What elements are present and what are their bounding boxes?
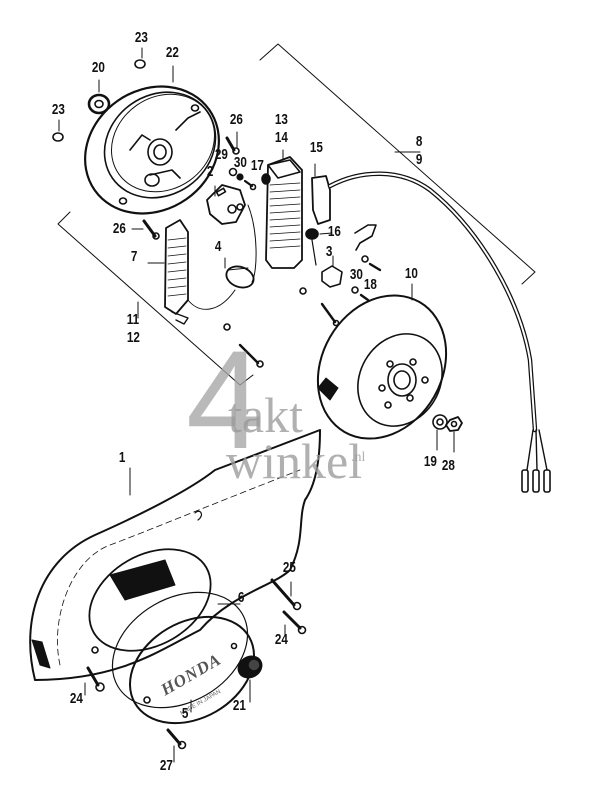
point-cover-5 — [129, 615, 255, 725]
callout-12: 12 — [126, 329, 140, 346]
screw-27 — [166, 728, 187, 763]
callout-23: 23 — [134, 29, 148, 46]
screw-25 — [270, 578, 296, 607]
screw-26-lower — [131, 219, 160, 240]
condenser-4 — [187, 204, 257, 310]
callout-26: 26 — [229, 111, 243, 128]
callout-1: 1 — [118, 449, 126, 466]
callout-28: 28 — [441, 457, 455, 474]
callout-3: 3 — [325, 243, 333, 260]
callout-26: 26 — [112, 220, 126, 237]
callout-9: 9 — [415, 151, 423, 168]
callout-4: 4 — [214, 238, 222, 255]
seal-21 — [237, 655, 263, 703]
bracket-8-9 — [259, 43, 536, 285]
callout-15: 15 — [309, 139, 323, 156]
callout-24: 24 — [274, 631, 288, 648]
callout-25: 25 — [282, 559, 296, 576]
callout-8: 8 — [415, 133, 423, 150]
coil-13-14 — [261, 149, 303, 269]
o-ring-23-top — [134, 59, 146, 69]
washer-19 — [432, 414, 448, 451]
oil-seal-20 — [87, 79, 111, 115]
callout-29: 29 — [214, 146, 228, 163]
callout-21: 21 — [232, 697, 246, 714]
callout-7: 7 — [130, 248, 138, 265]
callout-30: 30 — [349, 266, 363, 283]
callout-11: 11 — [126, 311, 140, 328]
part-3 — [321, 255, 343, 288]
long-screw-2 — [238, 343, 260, 365]
wire-harness — [327, 171, 538, 433]
washer-30 — [236, 173, 244, 181]
stator-plate-22 — [84, 65, 220, 215]
callout-13: 13 — [274, 111, 288, 128]
callout-5: 5 — [181, 705, 189, 722]
contact-breaker-2 — [206, 184, 246, 225]
screw-26-top — [225, 131, 240, 155]
callout-17: 17 — [250, 157, 264, 174]
callout-27: 27 — [159, 757, 173, 774]
nut-28 — [445, 416, 463, 453]
connector-15 — [311, 163, 331, 225]
callout-10: 10 — [404, 265, 418, 282]
part-16 — [305, 228, 333, 266]
flywheel-10 — [316, 283, 448, 440]
callout-23: 23 — [51, 101, 65, 118]
screw-24-right — [282, 610, 302, 630]
screw-24-left — [86, 666, 100, 687]
lead-clip — [354, 224, 377, 251]
callout-18: 18 — [363, 276, 377, 293]
o-ring-23-left — [52, 132, 64, 142]
bracket-11-12 — [57, 211, 254, 386]
callout-24: 24 — [69, 690, 83, 707]
callout-19: 19 — [423, 453, 437, 470]
long-screw — [320, 302, 337, 324]
callout-14: 14 — [274, 129, 288, 146]
washer-29 — [228, 167, 238, 177]
callout-2: 2 — [206, 163, 214, 180]
callout-16: 16 — [327, 223, 341, 240]
callout-30: 30 — [233, 154, 247, 171]
callout-20: 20 — [91, 59, 105, 76]
crankcase-cover-1 — [29, 429, 321, 681]
callout-22: 22 — [165, 44, 179, 61]
wire-terminals — [521, 429, 551, 493]
callout-6: 6 — [237, 589, 245, 606]
gasket-6 — [111, 591, 249, 709]
